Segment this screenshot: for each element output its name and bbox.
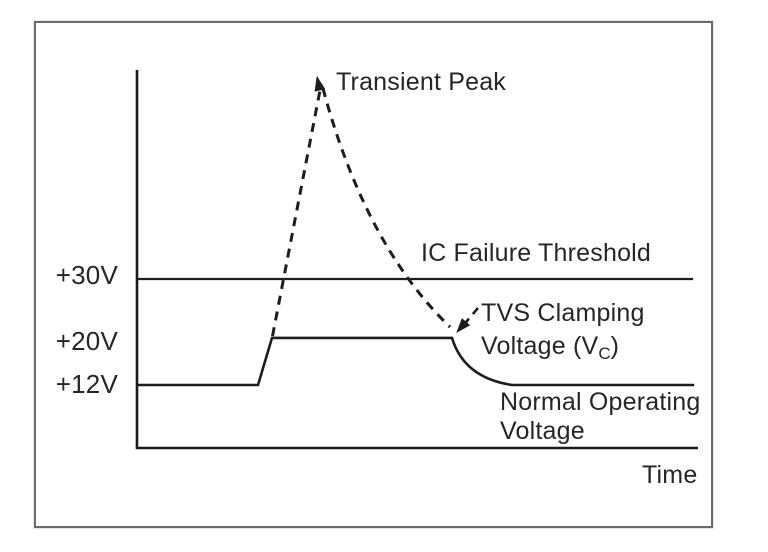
normal-operating-line2: Voltage: [500, 417, 585, 445]
tvs-clamping-line1: TVS Clamping: [481, 299, 645, 327]
x-axis-label-time: Time: [642, 461, 698, 489]
clamp-point-arrowhead: [456, 318, 471, 333]
annotation-tvs-clamping-voltage: TVS Clamping Voltage (VC): [481, 297, 645, 370]
tvs-voltage-post: ): [610, 332, 620, 360]
unclamped-transient-curve: [271, 83, 452, 337]
y-tick-label-12v: +12V: [55, 369, 118, 399]
transient-peak-arrowhead: [314, 75, 326, 92]
y-tick-label-30v: +30V: [55, 260, 118, 290]
y-tick-label-20v: +20V: [55, 326, 118, 356]
tvs-voltage-subscript: C: [598, 344, 611, 363]
normal-operating-line1: Normal Operating: [500, 388, 701, 416]
clamped-supply-voltage-curve: [137, 336, 695, 387]
annotation-normal-operating-voltage: Normal Operating Voltage: [500, 388, 701, 446]
tvs-voltage-pre: Voltage (V: [481, 332, 599, 360]
annotation-ic-failure-threshold: IC Failure Threshold: [421, 239, 652, 267]
annotation-transient-peak: Transient Peak: [336, 68, 507, 96]
figure-frame: [34, 21, 713, 528]
